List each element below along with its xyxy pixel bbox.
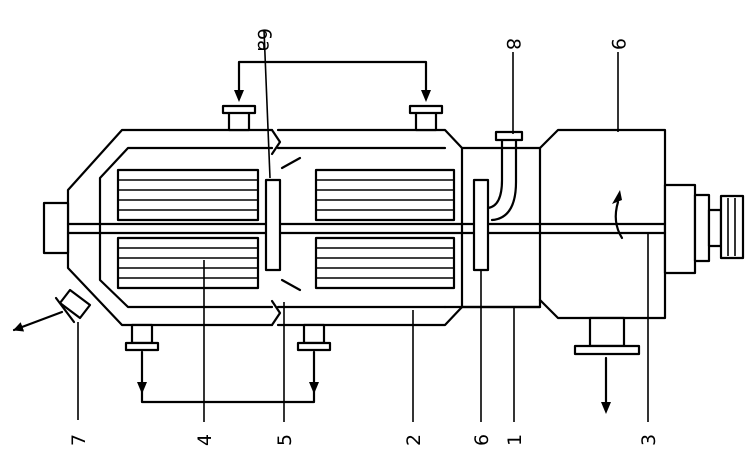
outlet-7-arrow <box>12 310 64 332</box>
label-3: 3 <box>638 434 660 446</box>
top-arrow-right <box>421 90 431 102</box>
rotation-arrow-head <box>612 190 622 204</box>
label-4: 4 <box>194 434 216 446</box>
label-8: 8 <box>502 38 524 50</box>
separator-disc-6a <box>264 178 282 272</box>
feed-pipe-8-outer <box>490 136 518 222</box>
bottom-arrow-left <box>137 382 147 394</box>
feed-pipe-8-flange <box>494 130 524 142</box>
separator-disc-6 <box>472 178 490 272</box>
drive-pulley <box>719 194 745 260</box>
label-2: 2 <box>403 434 425 446</box>
outlet-nozzle-7-flange <box>54 296 76 324</box>
label-9: 9 <box>607 38 629 50</box>
label-1: 1 <box>504 434 526 446</box>
left-filter-elements <box>116 168 260 290</box>
left-chamber-housing <box>66 128 274 327</box>
rotation-arrow <box>614 200 624 240</box>
partition-bottom <box>270 299 282 327</box>
top-nozzle-left <box>227 110 251 132</box>
discharge-arrow <box>601 402 611 414</box>
partition-baffle-bottom <box>280 278 302 292</box>
outlet-nozzle-7 <box>58 288 92 320</box>
partition-top <box>270 128 282 156</box>
bottom-outlet-pipe <box>588 316 626 348</box>
top-circulation-line <box>237 60 428 98</box>
bearing-housing <box>663 183 697 275</box>
bottom-outlet-flange <box>573 344 641 356</box>
right-chamber-housing <box>276 128 464 327</box>
bottom-nozzle-left <box>130 323 154 345</box>
bottom-nozzle-left-flange <box>124 341 160 352</box>
label-6: 6 <box>471 434 493 446</box>
partition-baffle-top <box>280 156 302 170</box>
top-nozzle-left-flange <box>221 104 257 115</box>
left-chamber-inner-wall <box>98 146 274 309</box>
bottom-nozzle-right <box>302 323 326 345</box>
bottom-nozzle-right-flange <box>296 341 332 352</box>
leader-6a <box>263 29 271 179</box>
right-filter-elements <box>314 168 456 290</box>
feed-pipe-8 <box>486 136 504 210</box>
left-end-bearing <box>42 201 70 255</box>
bottom-arrow-right <box>309 382 319 394</box>
bearing-cap <box>693 193 711 263</box>
coupling <box>707 208 723 248</box>
top-nozzle-right <box>414 110 438 132</box>
label-6a: 6a <box>253 28 275 52</box>
top-arrow-left <box>234 90 244 102</box>
bottom-circulation-line <box>140 350 316 404</box>
label-5: 5 <box>274 434 296 446</box>
top-nozzle-right-flange <box>408 104 444 115</box>
label-7: 7 <box>68 434 90 446</box>
